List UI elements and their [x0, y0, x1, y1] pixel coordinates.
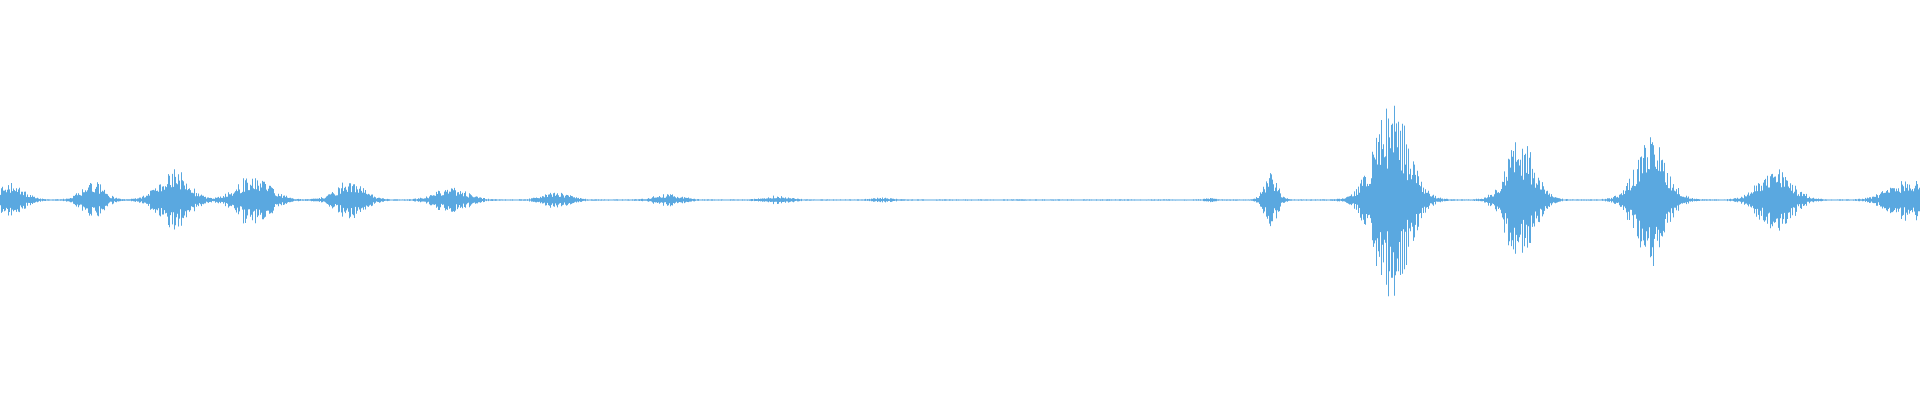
- waveform-signal: [0, 105, 1920, 297]
